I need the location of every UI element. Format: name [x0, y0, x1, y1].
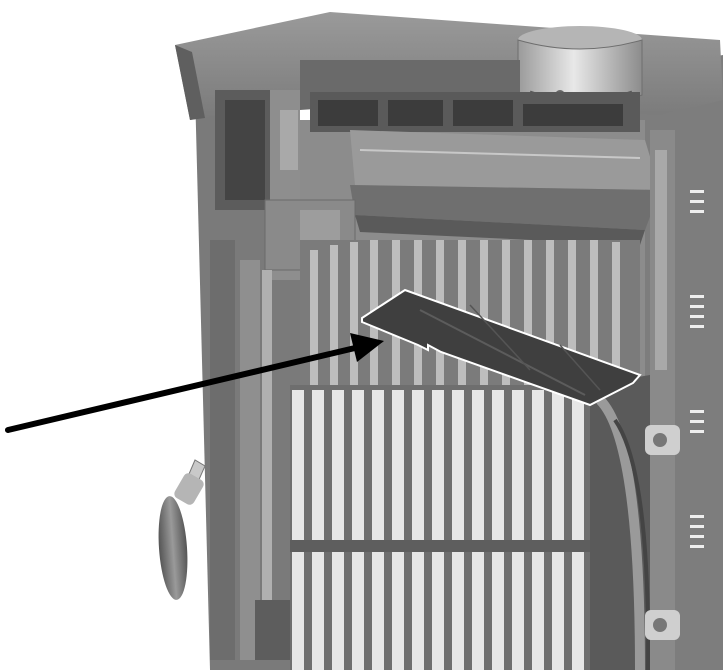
upper-heat-exchanger — [300, 60, 660, 245]
firebox-grate — [290, 240, 640, 670]
callout-arrow-icon — [5, 333, 384, 433]
side-vent-marks — [690, 190, 704, 548]
hinge-lower — [645, 610, 680, 640]
baffle-plate-highlight — [361, 288, 642, 407]
door-frame-left — [210, 90, 356, 660]
top-cover-rim — [175, 45, 205, 120]
door-handle — [158, 459, 206, 600]
hinge-upper — [645, 425, 680, 455]
door-frame-right — [590, 130, 704, 670]
grate-slats-lower — [292, 390, 584, 670]
